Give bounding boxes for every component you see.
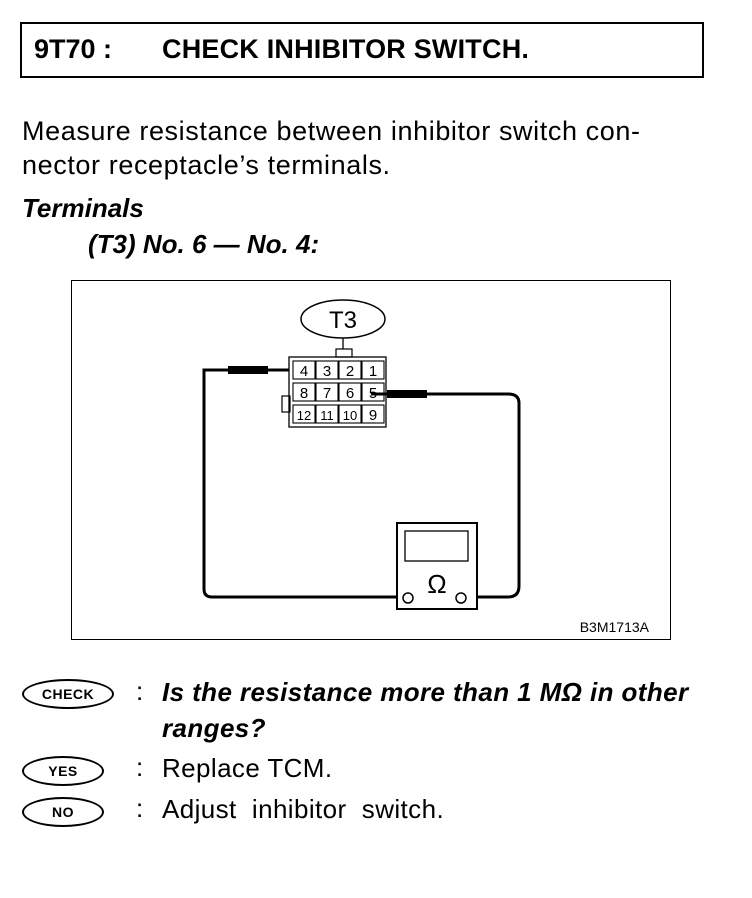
no-badge-label: NO bbox=[52, 804, 74, 820]
ohmmeter-display bbox=[404, 530, 469, 562]
left-meter-terminal bbox=[402, 592, 414, 604]
pin-cell bbox=[338, 382, 362, 402]
pin-cell bbox=[338, 360, 362, 380]
pin-number-9: 9 bbox=[369, 407, 377, 424]
no-badge: NO bbox=[22, 797, 104, 827]
connector-body bbox=[288, 356, 387, 428]
pin-cell bbox=[361, 404, 385, 424]
pin-number-4: 4 bbox=[300, 363, 308, 380]
yes-badge: YES bbox=[22, 756, 104, 786]
no-colon: : bbox=[136, 793, 144, 823]
pin-number-6: 6 bbox=[346, 385, 354, 402]
pin-number-8: 8 bbox=[300, 385, 308, 402]
yes-action: Replace TCM. bbox=[162, 753, 333, 783]
left-lead-wire bbox=[202, 368, 397, 599]
terminals-value: (T3) No. 6 — No. 4: bbox=[88, 229, 320, 259]
no-action: Adjust inhibitor switch. bbox=[162, 794, 445, 824]
pin-number-12: 12 bbox=[297, 408, 311, 423]
pin-number-1: 1 bbox=[369, 363, 377, 380]
pin-number-10: 10 bbox=[343, 408, 357, 423]
intro-paragraph: Measure resistance between inhibitor swi… bbox=[22, 116, 641, 180]
pin-cell bbox=[315, 360, 339, 380]
right-probe bbox=[387, 390, 427, 398]
procedure-code: 9T70 : bbox=[34, 34, 113, 64]
pin-cell bbox=[361, 360, 385, 380]
pin-number-7: 7 bbox=[323, 385, 331, 402]
right-meter-terminal bbox=[455, 592, 467, 604]
connector-latch bbox=[335, 348, 353, 358]
check-badge: CHECK bbox=[22, 679, 114, 709]
terminals-heading: Terminals bbox=[22, 193, 144, 223]
right-lead-wire bbox=[371, 392, 521, 599]
check-colon: : bbox=[136, 676, 144, 706]
header-box: 9T70 : CHECK INHIBITOR SWITCH. bbox=[20, 22, 704, 78]
ohm-symbol: Ω bbox=[427, 569, 446, 599]
check-badge-label: CHECK bbox=[41, 686, 95, 702]
yes-badge-label: YES bbox=[48, 763, 78, 779]
figure-code: B3M1713A bbox=[580, 619, 650, 635]
pin-cell bbox=[292, 382, 316, 402]
pin-cell bbox=[315, 382, 339, 402]
left-probe bbox=[228, 366, 268, 374]
procedure-title: CHECK INHIBITOR SWITCH. bbox=[162, 34, 530, 64]
yes-colon: : bbox=[136, 752, 144, 782]
pin-cell bbox=[361, 382, 385, 402]
connector-label: T3 bbox=[329, 307, 357, 334]
pin-cell bbox=[292, 360, 316, 380]
intro-text: Measure resistance between inhibitor swi… bbox=[22, 114, 712, 182]
pin-cell bbox=[338, 404, 362, 424]
pin-number-3: 3 bbox=[323, 363, 331, 380]
connector-side-tab bbox=[281, 395, 291, 413]
pin-number-2: 2 bbox=[346, 363, 354, 380]
pin-cell bbox=[292, 404, 316, 424]
pin-number-11: 11 bbox=[320, 408, 334, 423]
pin-cell bbox=[315, 404, 339, 424]
check-question: Is the resistance more than 1 MΩ in othe… bbox=[162, 677, 689, 743]
